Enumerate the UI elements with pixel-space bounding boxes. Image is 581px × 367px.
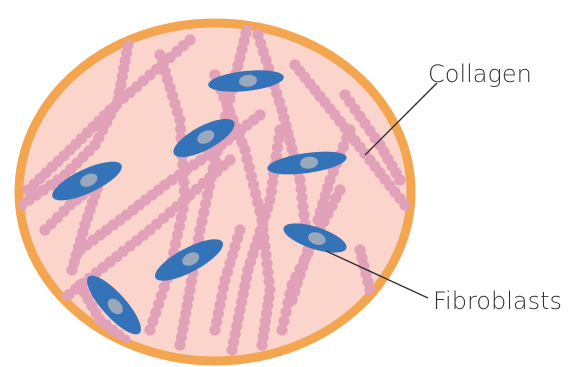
collagen-bead [22, 184, 33, 195]
collagen-bead [226, 344, 237, 355]
fibroblasts-label: Fibroblasts [433, 289, 562, 313]
collagen-bead [174, 339, 185, 350]
collagen-label: Collagen [428, 62, 532, 86]
collagen-bead [254, 109, 265, 120]
collagen-bead [399, 199, 410, 210]
collagen-bead [234, 224, 245, 235]
collagen-bead [144, 324, 155, 335]
collagen-bead [224, 154, 235, 165]
collagen-bead [276, 324, 287, 335]
collagen-bead [312, 214, 323, 225]
collagen-bead [66, 264, 77, 275]
collagen-bead [256, 339, 267, 350]
collagen-bead [394, 174, 405, 185]
